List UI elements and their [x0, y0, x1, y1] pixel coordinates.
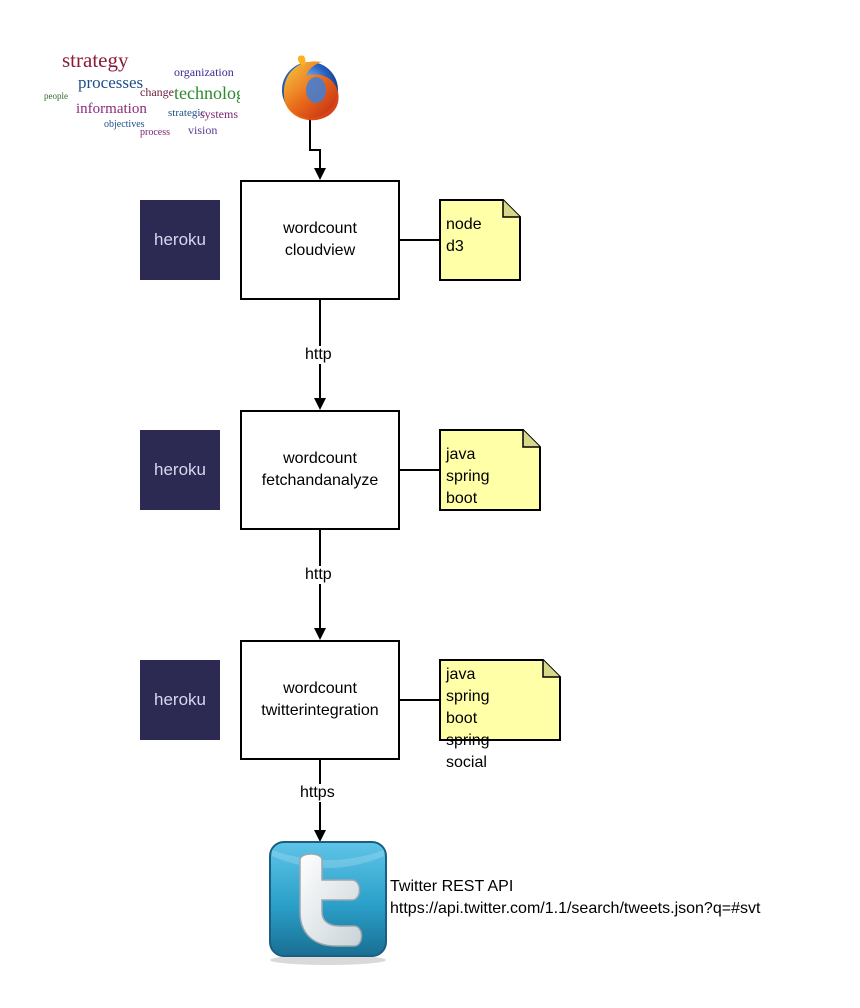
cloudview-tech-note-shape [439, 199, 521, 281]
service-name-line1: wordcount [283, 220, 357, 237]
wordcloud-word: objectives [104, 119, 145, 130]
twitter-api-label: Twitter REST API https://api.twitter.com… [390, 876, 760, 920]
heroku-label: heroku [154, 690, 206, 709]
tech-item: d3 [446, 238, 464, 255]
cloudview-service-box[interactable]: wordcount cloudview [240, 180, 400, 300]
service-name-line2: fetchandanalyze [261, 472, 379, 489]
wordcloud-word: process [140, 127, 170, 138]
wordcloud-word: processes [78, 73, 144, 92]
tech-item: java [446, 666, 476, 683]
edge-label-http: http [303, 346, 334, 364]
wordcloud-word: systems [200, 107, 239, 121]
edge-label-http: http [303, 566, 334, 584]
wordcloud-word: people [44, 91, 68, 101]
wordcloud-word: technology [174, 83, 240, 103]
fetchandanalyze-service-box[interactable]: wordcount fetchandanalyze [240, 410, 400, 530]
heroku-logo: heroku [140, 200, 220, 280]
wordcloud-word: organization [174, 65, 234, 79]
service-name-line2: twitterintegration [261, 702, 379, 719]
wordcloud-word: strategic [168, 107, 206, 119]
twitter-icon [269, 841, 387, 965]
tech-item: spring boot [446, 688, 490, 727]
heroku-logo: heroku [140, 660, 220, 740]
tech-item: node [446, 216, 482, 233]
twitter-api-url: https://api.twitter.com/1.1/search/tweet… [390, 900, 761, 917]
service-name-line2: cloudview [284, 242, 356, 259]
heroku-label: heroku [154, 460, 206, 479]
wordcloud-word: strategy [62, 48, 129, 72]
tech-item: spring social [446, 732, 490, 771]
twitterintegration-service-box[interactable]: wordcount twitterintegration [240, 640, 400, 760]
browser-to-cloudview-connector [309, 118, 326, 180]
tech-item: spring boot [446, 468, 490, 507]
twitter-api-title: Twitter REST API [390, 878, 514, 895]
wordcloud-word: change [140, 85, 174, 99]
heroku-logo: heroku [140, 430, 220, 510]
wordcloud-word: vision [188, 123, 218, 137]
twitterintegration-tech-note-shape [439, 659, 561, 741]
fetch-tech-note-shape [439, 429, 541, 511]
tech-item: java [446, 446, 476, 463]
firefox-icon [282, 55, 339, 121]
service-name-line1: wordcount [283, 450, 357, 467]
wordcloud-word: information [76, 101, 147, 117]
heroku-label: heroku [154, 230, 206, 249]
edge-label-https: https [298, 784, 337, 802]
service-name-line1: wordcount [283, 680, 357, 697]
wordcloud-image: strategy processes information organizat… [40, 46, 240, 150]
